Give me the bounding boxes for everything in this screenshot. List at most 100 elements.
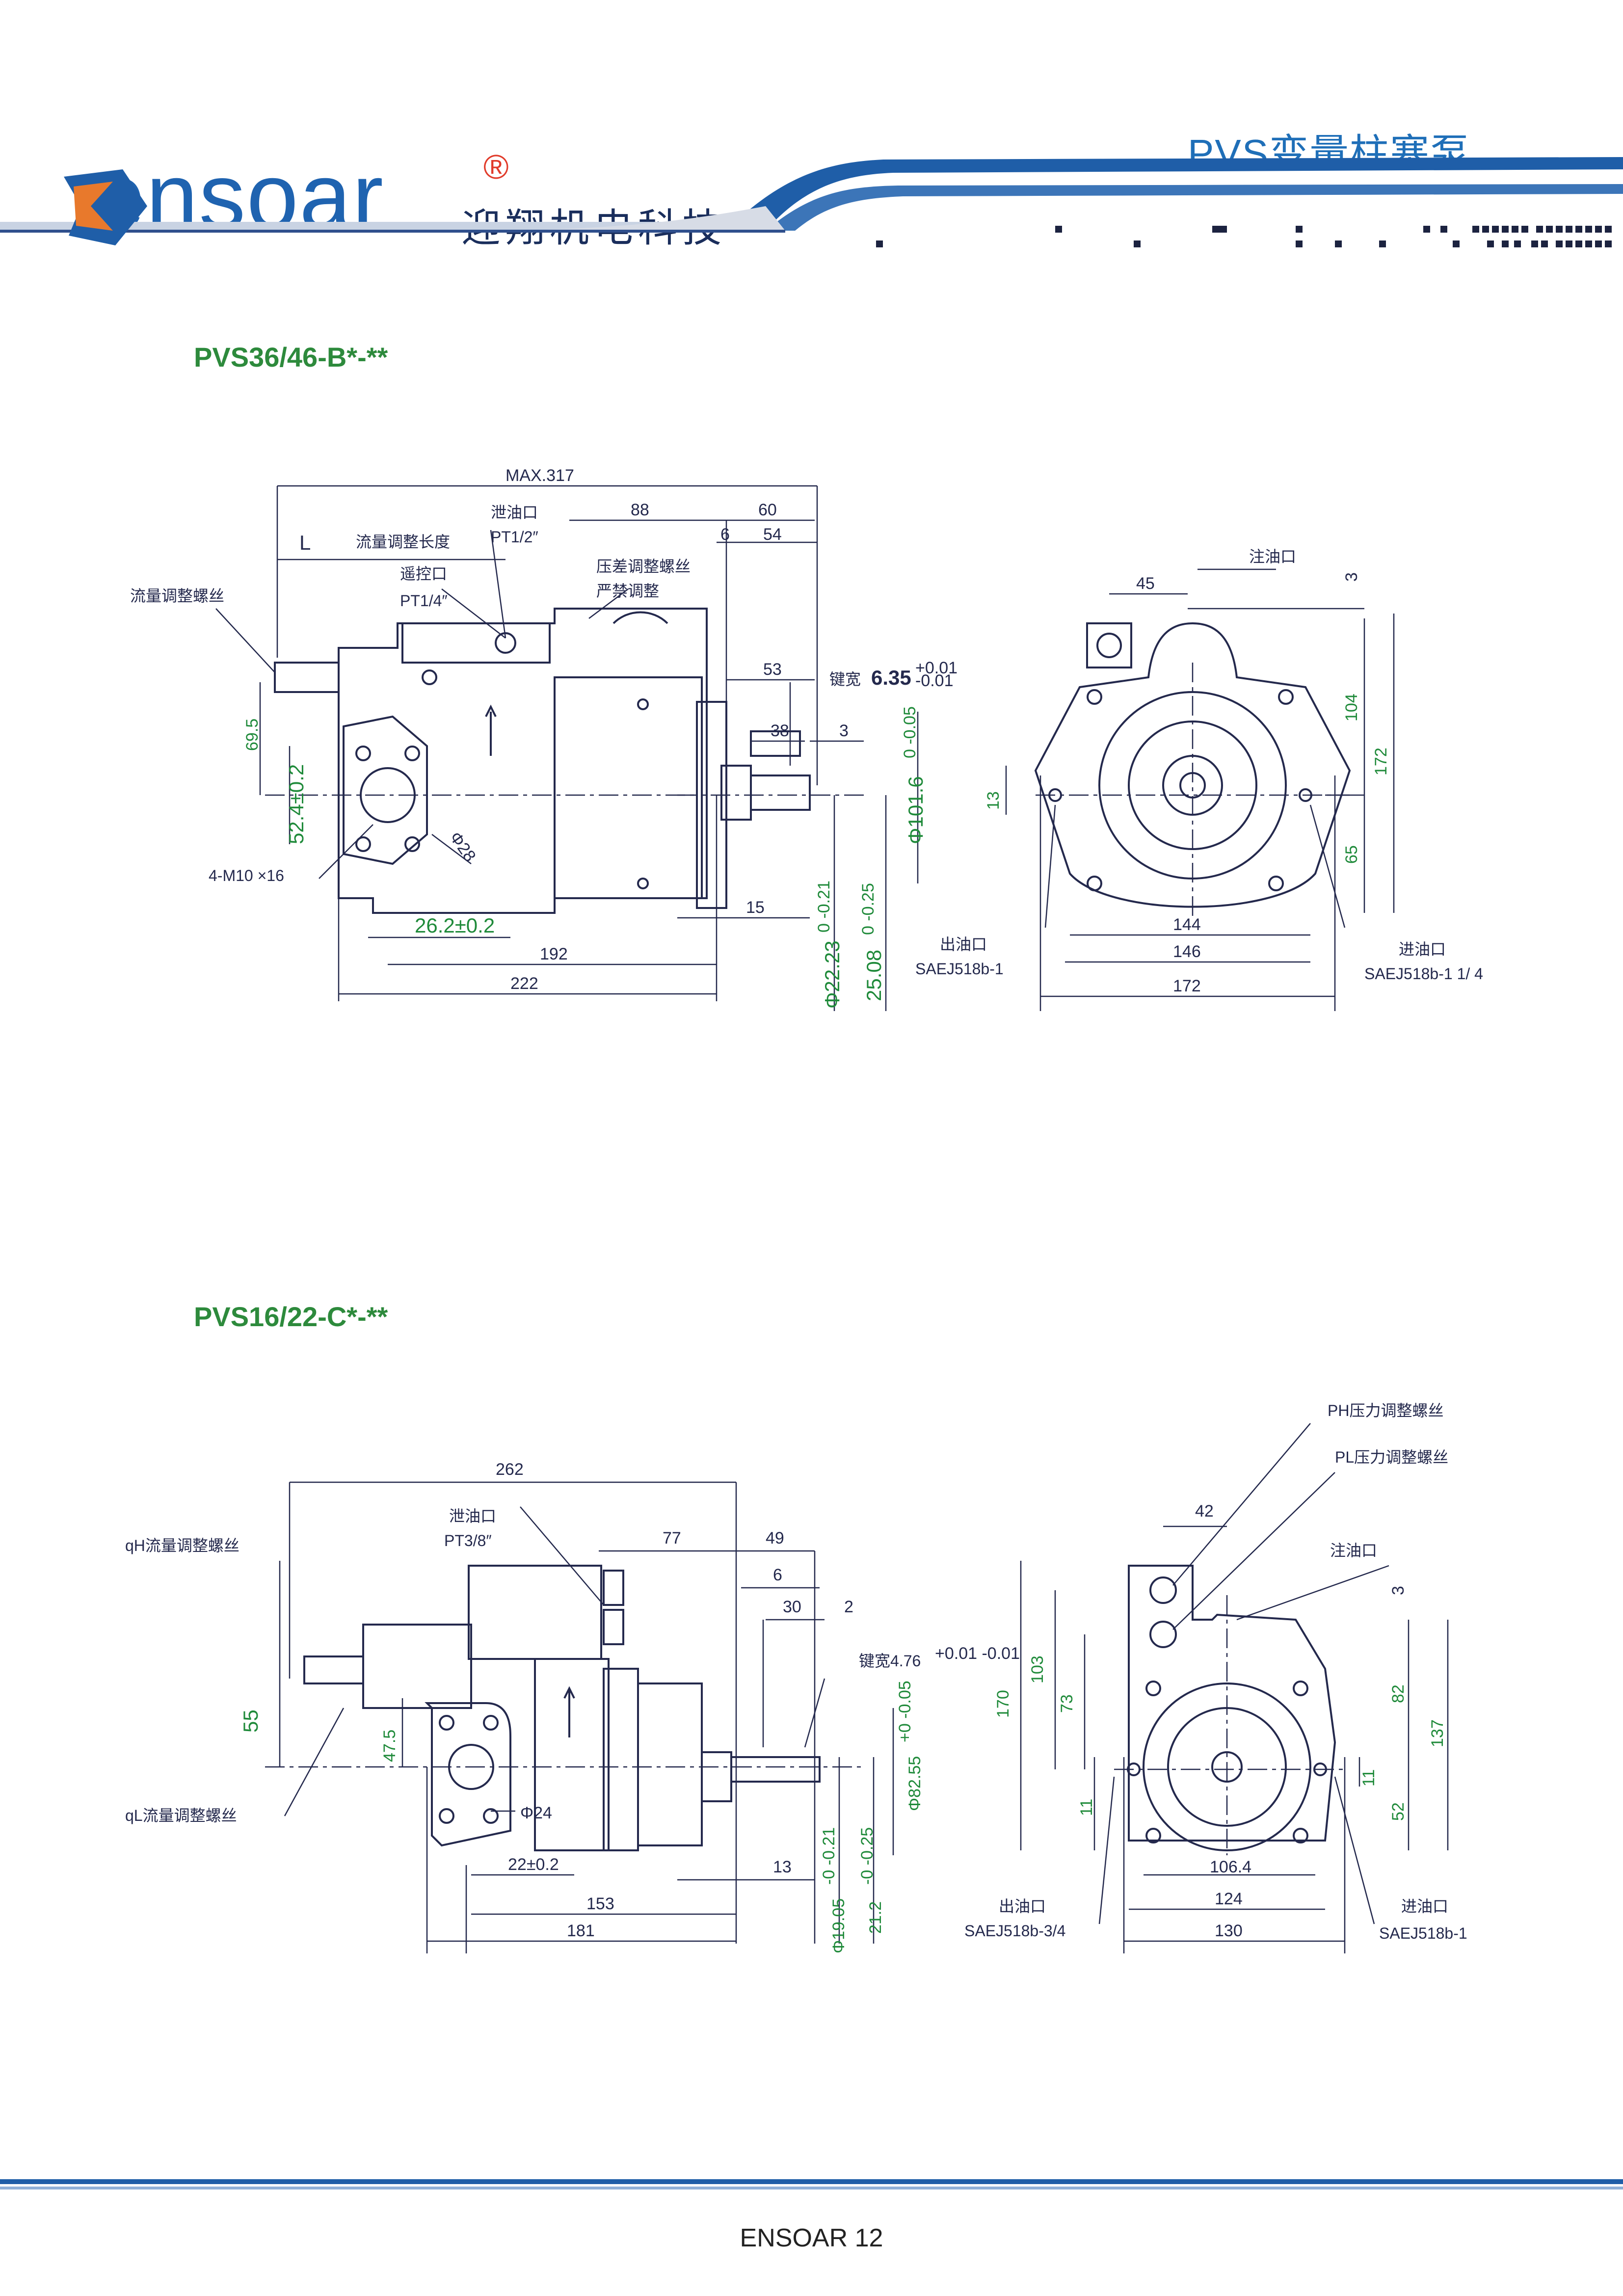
dim-192: 192 <box>540 945 568 963</box>
dim2-2: 2 <box>844 1598 853 1616</box>
dim2-3: 3 <box>1389 1586 1408 1595</box>
label2-inlet-std: SAEJ518b-1 <box>1379 1924 1467 1942</box>
label2-fill: 注油口 <box>1330 1542 1377 1559</box>
dim2-137: 137 <box>1428 1719 1447 1747</box>
dim2-phi-82-55: Φ82.55 <box>905 1756 924 1811</box>
label-pdiff: 压差调整螺丝 <box>596 558 691 575</box>
dim-69-5: 69.5 <box>243 719 262 751</box>
dim-144: 144 <box>1173 915 1201 934</box>
dim2-42: 42 <box>1195 1502 1214 1521</box>
dim2-phi-82-55-tol: +0 -0.05 <box>896 1681 914 1742</box>
label-remote: 遥控口 <box>400 565 447 583</box>
label-key: 键宽 <box>829 670 861 688</box>
dim2-phi-19-05-tol: -0 -0.21 <box>820 1827 838 1885</box>
label-flow-screw: 流量调整螺丝 <box>130 587 224 605</box>
dim-88: 88 <box>631 501 649 519</box>
dim2-21-2: 21.2 <box>866 1901 885 1934</box>
dim2-49: 49 <box>766 1529 784 1548</box>
dim-phi-22-23: Φ22.23 <box>821 940 844 1009</box>
label2-qh: qH流量调整螺丝 <box>125 1537 239 1554</box>
key-tol-up: +0.01 <box>915 659 958 677</box>
dim2-6: 6 <box>773 1566 782 1584</box>
dim2-22: 22±0.2 <box>508 1855 559 1874</box>
header-dot-pattern <box>876 226 1612 247</box>
dim2-262: 262 <box>496 1460 524 1479</box>
dim2-130: 130 <box>1215 1922 1243 1940</box>
dim-phi-28: Φ28 <box>446 828 479 865</box>
footer-rules <box>0 2179 1623 2189</box>
label-inlet: 进油口 <box>1399 940 1446 958</box>
label-flow-len: 流量调整长度 <box>356 533 450 551</box>
dim2-103: 103 <box>1028 1655 1047 1683</box>
label2-inlet: 进油口 <box>1401 1897 1448 1915</box>
dim-172-h: 172 <box>1173 977 1201 995</box>
dim2-30: 30 <box>783 1598 801 1616</box>
dim-65: 65 <box>1342 845 1361 864</box>
dim2-77: 77 <box>663 1529 681 1548</box>
pvs16-front-dim-lines <box>1020 1423 1449 1953</box>
dim2-13: 13 <box>773 1858 792 1876</box>
dim-3: 3 <box>839 721 849 740</box>
dim2-153: 153 <box>586 1895 614 1913</box>
dim-phi-101-6-tol: 0 -0.05 <box>901 706 919 758</box>
pvs16-front-view <box>1127 1565 1336 1851</box>
dim2-47-5: 47.5 <box>380 1730 399 1762</box>
dim2-170: 170 <box>994 1690 1012 1718</box>
label-drain-pt: PT1/2″ <box>491 528 538 546</box>
label2-drain: 泄油口 <box>449 1507 496 1525</box>
label2-ql: qL流量调整螺丝 <box>125 1807 237 1824</box>
dim-13: 13 <box>984 791 1003 810</box>
label-drain: 泄油口 <box>491 504 538 521</box>
dim-25-08: 25.08 <box>862 950 885 1001</box>
registered-mark: ® <box>483 148 509 186</box>
dim2-106-4: 106.4 <box>1210 1858 1251 1876</box>
dim-15: 15 <box>746 898 765 917</box>
dim-phi-101-6: Φ101.6 <box>904 776 927 844</box>
dim-6: 6 <box>720 525 730 544</box>
label2-ph: PH压力调整螺丝 <box>1328 1402 1443 1419</box>
dim2-phi-24: Φ24 <box>520 1804 552 1822</box>
key-tol-dn: -0.01 <box>915 671 954 690</box>
dim2-73: 73 <box>1058 1694 1076 1713</box>
dim-45: 45 <box>1136 574 1155 593</box>
pvs36-side-dim-lines <box>215 485 919 1011</box>
label-remote-pt: PT1/4″ <box>400 592 448 610</box>
dim2-181: 181 <box>567 1922 595 1940</box>
dim2-124: 124 <box>1215 1890 1243 1908</box>
diagram2-title: PVS16/22-C*-** <box>194 1301 388 1332</box>
label2-outlet: 出油口 <box>999 1897 1046 1915</box>
label2-key-tol: +0.01 -0.01 <box>935 1644 1020 1663</box>
dim2-52: 52 <box>1389 1802 1408 1821</box>
key-value: 6.35 <box>871 666 911 689</box>
dim-222: 222 <box>510 974 538 993</box>
dim-26-2: 26.2±0.2 <box>415 914 495 937</box>
dim-53: 53 <box>763 660 782 679</box>
pvs36-side-view <box>274 608 811 914</box>
dim2-21-2-tol: -0 -0.25 <box>858 1827 877 1885</box>
page-footer: ENSOAR 12 <box>740 2224 883 2252</box>
pvs16-side-view <box>303 1565 821 1851</box>
dim-max-317: MAX.317 <box>506 466 574 485</box>
label-inlet-std: SAEJ518b-1 1/ 4 <box>1364 965 1483 983</box>
pvs36-front-dim-lines <box>1005 568 1395 1011</box>
dim2-11a: 11 <box>1077 1799 1096 1816</box>
dim-25-08-tol: 0 -0.25 <box>859 883 878 935</box>
dim2-phi-19-05: Φ19.05 <box>829 1898 848 1953</box>
label-outlet: 出油口 <box>940 935 987 953</box>
dim-54: 54 <box>763 525 782 544</box>
label2-drain-pt: PT3/8″ <box>444 1532 492 1549</box>
dim-3b: 3 <box>1342 572 1361 582</box>
dim-146: 146 <box>1173 942 1201 961</box>
dim-60: 60 <box>758 501 777 519</box>
header-swoosh <box>0 157 1623 233</box>
dim2-11b: 11 <box>1359 1769 1378 1787</box>
dim-phi-22-23-tol: 0 -0.21 <box>815 881 833 933</box>
label-forbid: 严禁调整 <box>596 582 659 600</box>
diagram1-title: PVS36/46-B*-** <box>194 342 388 373</box>
logo-icon <box>64 169 147 245</box>
label-fill-port: 注油口 <box>1249 548 1296 565</box>
label2-key: 键宽4.76 <box>859 1652 921 1670</box>
label-outlet-std: SAEJ518b-1 <box>915 960 1004 978</box>
label2-pl: PL压力调整螺丝 <box>1335 1448 1448 1466</box>
label-l: L <box>299 531 311 554</box>
